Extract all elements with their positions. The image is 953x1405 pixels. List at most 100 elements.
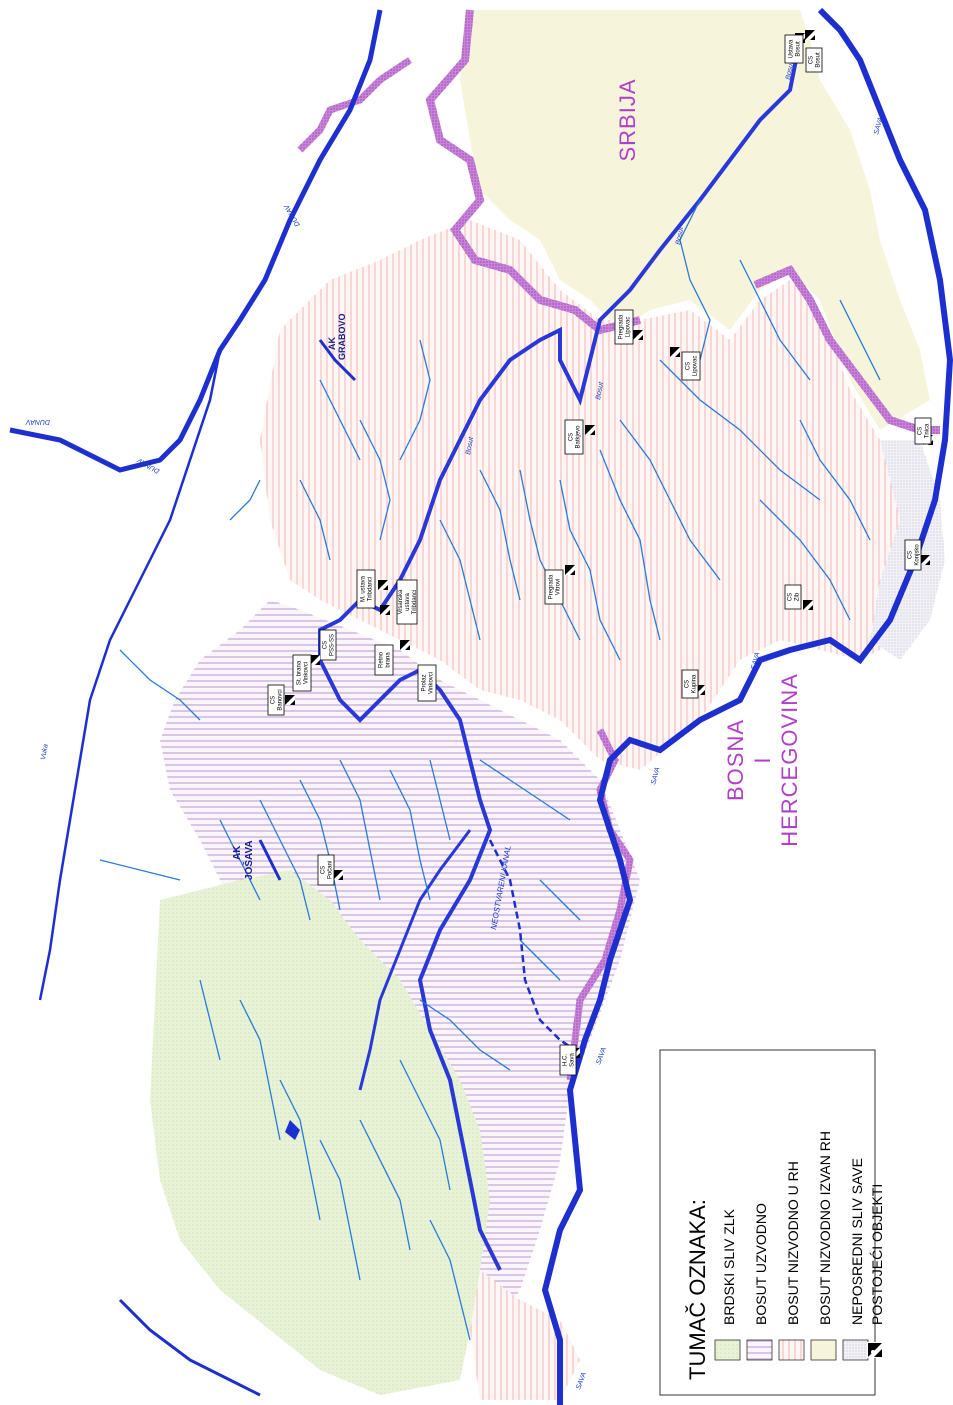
object-marker-icon [400, 640, 410, 650]
legend-label-neposredni: NEPOSREDNI SLIV SAVE [849, 1158, 865, 1325]
legend: TUMAČ OZNAKA: BRDSKI SLIV ZLK BOSUT UZVO… [659, 1049, 885, 1396]
object-label-line: Konjsko [915, 544, 921, 566]
legend-swatch-bosut-uzvodno [746, 1339, 773, 1361]
river-vuka [38, 349, 222, 1001]
object-label-line: PSS-SS [330, 634, 336, 656]
object-label-line: H.C. [563, 1054, 569, 1066]
object-hc-sava: H.C.Sava [559, 1044, 580, 1076]
object-label-line: Počani [328, 861, 334, 879]
river-dunav [9, 9, 383, 473]
object-label-line: Vrsanska [398, 589, 404, 614]
object-marker-icon [333, 870, 343, 880]
object-label-line: Tribdanci [368, 577, 374, 601]
streams [99, 199, 881, 1341]
zone-bosut-nizvodno-izvan-rh [460, 10, 930, 430]
object-label-line: Prolaz [422, 674, 428, 691]
label-bosut-2: Bosut [675, 225, 685, 245]
object-label-line: Bosut [796, 41, 802, 57]
object-label-line: Vinkovci [429, 672, 435, 694]
object-label-line: Lipovac [626, 317, 632, 338]
object-label-line: CS [686, 362, 692, 370]
label-sava-4: SAVA [595, 1046, 608, 1066]
legend-swatch-bosut-nizvodno-izvan [810, 1339, 837, 1361]
label-sava-3: SAVA [650, 766, 661, 785]
object-label-line: Retno [379, 651, 385, 668]
river-sava [541, 7, 953, 1405]
object-label-box [396, 579, 418, 625]
object-label-line: CS [271, 696, 277, 704]
state-border-srbija [425, 9, 641, 335]
object-label-box [904, 539, 922, 571]
object-marker-icon [310, 655, 320, 665]
legend-item-neposredni: NEPOSREDNI SLIV SAVE [842, 1158, 869, 1361]
object-label-line: Lipovac [693, 356, 699, 377]
object-label-box [319, 629, 337, 661]
legend-title: TUMAČ OZNAKA: [685, 1199, 710, 1380]
label-srbija: SRBIJA [615, 78, 640, 161]
object-label-line: Vinkovci [304, 662, 310, 684]
object-marker-icon [805, 30, 815, 40]
label-bosut-3: Bosut [595, 380, 605, 400]
object-label-line: Banovci [278, 689, 284, 710]
label-ak-grabovo: AK GRABOVO [327, 313, 347, 360]
object-label-box [559, 1044, 577, 1076]
legend-item-bosut-nizvodno-rh: BOSUT NIZVODNO U RH [778, 1161, 805, 1361]
object-label-line: brana [386, 652, 392, 668]
label-ak-josava-2: JOŠAVA [242, 840, 255, 880]
object-label-line: Sava [570, 1053, 576, 1067]
object-label-box [317, 854, 335, 886]
object-label-box [417, 664, 437, 702]
label-ak-grabovo-1: AK [327, 337, 337, 350]
object-marker-icon [378, 580, 388, 590]
object-label-line: St. brana [297, 660, 303, 685]
object-marker-icon [585, 425, 595, 435]
object-marker-icon [803, 600, 813, 610]
label-bosna: BOSNA [723, 719, 748, 801]
zone-brdski-sliv-zlk [150, 870, 490, 1395]
object-label-line: Pregrada [549, 574, 555, 599]
object-label-box [784, 584, 802, 610]
object-label-line: CS [918, 427, 924, 435]
object-label-box [614, 309, 634, 345]
object-label-box [681, 669, 699, 699]
object-label-box [805, 47, 823, 73]
legend-label-brdski: BRDSKI SLIV ZLK [721, 1208, 737, 1325]
object-label-line: Zib [795, 592, 801, 601]
zone-bosut-nizvodno-lower [470, 1270, 580, 1400]
object-label-line: CS [788, 593, 794, 601]
object-label-box [914, 417, 932, 445]
object-label-line: Ustava [789, 39, 795, 58]
label-hercegovina: HERCEGOVINA [777, 673, 802, 847]
label-ak-josava-1: AK [232, 845, 243, 860]
legend-label-bosut-nizvodno-rh: BOSUT NIZVODNO U RH [785, 1161, 801, 1325]
object-label-line: Tnica [925, 423, 931, 438]
object-label-box [267, 684, 285, 716]
legend-label-objekti: POSTOJEĆI OBJEKTI [869, 1184, 885, 1325]
label-bosut-4: Bosut [465, 435, 475, 455]
object-label-line: Pregrada [619, 314, 625, 339]
legend-label-bosut-nizvodno-izvan: BOSUT NIZVODNO IZVAN RH [817, 1131, 833, 1325]
object-label-line: CS [569, 433, 575, 441]
object-label-line: CS [323, 641, 329, 649]
ak-grabovo-shape [318, 339, 357, 382]
object-label-box [544, 569, 564, 605]
ak-josava-shape [258, 839, 282, 881]
object-label-box [784, 34, 804, 64]
label-dunav-2: DUNAV [25, 418, 50, 425]
legend-swatch-brdski [714, 1339, 741, 1361]
object-label-box [681, 351, 701, 381]
object-label-box [356, 569, 376, 609]
